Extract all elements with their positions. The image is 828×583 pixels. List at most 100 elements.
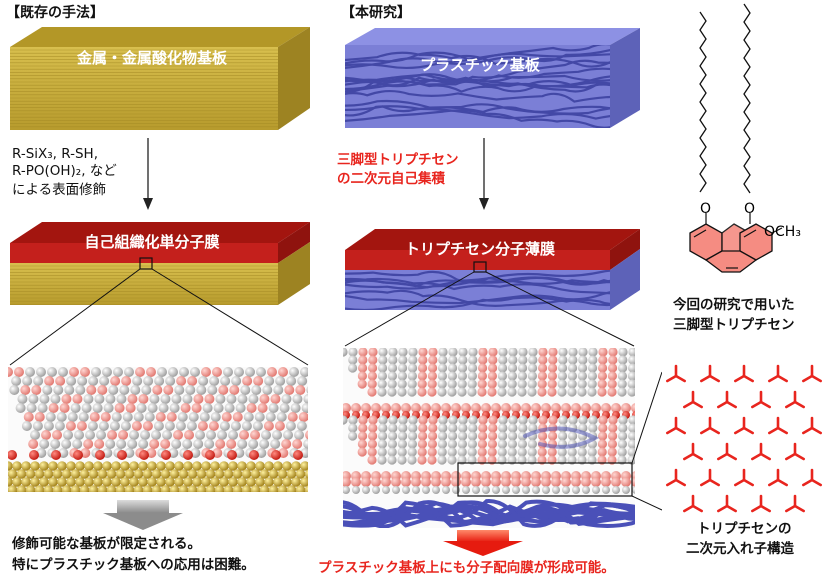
triptycene-atom <box>581 403 591 413</box>
monolayer-atom <box>267 367 277 377</box>
alkyl-atom <box>417 439 427 449</box>
gold-atom <box>48 461 58 471</box>
monolayer-atom <box>230 421 241 431</box>
gold-atom <box>183 477 193 487</box>
gold-atom <box>43 485 54 492</box>
monolayer-atom <box>69 367 79 377</box>
headgroup-atom <box>139 450 149 460</box>
monolayer-atom <box>228 430 239 440</box>
alkyl-atom <box>577 455 587 465</box>
gold-atom <box>61 469 72 479</box>
triptycene-atom <box>471 477 481 487</box>
monolayer-atom <box>245 367 255 377</box>
alkyl-atom <box>438 431 448 441</box>
alkyl-atom <box>428 348 438 357</box>
alkyl-atom <box>508 355 518 365</box>
gold-atom <box>228 477 238 487</box>
monolayer-atom <box>70 403 81 413</box>
gold-atom <box>16 469 27 479</box>
tripod-arm <box>784 504 797 513</box>
alkyl-atom <box>468 363 478 373</box>
gold-atom <box>34 485 45 492</box>
monolayer-atom <box>265 412 276 422</box>
monolayer-atom <box>44 376 55 386</box>
monolayer-atom <box>179 367 189 377</box>
treatment-line-2: R-PO(OH)₂, など <box>12 163 117 179</box>
alkyl-atom <box>368 348 378 357</box>
monolayer-atom <box>294 430 305 440</box>
alkyl-atom <box>487 447 497 457</box>
monolayer-atom <box>149 394 160 404</box>
monolayer-atom <box>169 403 180 413</box>
alkyl-atom <box>528 355 538 365</box>
monolayer-atom <box>246 403 257 413</box>
alkyl-atom <box>638 447 647 456</box>
monolayer-atom <box>273 385 284 395</box>
triptycene-atom <box>531 403 541 413</box>
alkyl-atom <box>497 455 507 465</box>
gold-atom <box>138 461 148 471</box>
alkyl-atom <box>438 415 448 425</box>
gold-atom <box>160 485 171 492</box>
gold-atom <box>84 461 94 471</box>
tripod-arm <box>793 504 806 513</box>
monolayer-atom <box>319 421 329 431</box>
alkyl-atom <box>577 379 587 389</box>
alkyl-atom <box>437 387 447 397</box>
center-conclusion: プラスチック基板上にも分子配向膜が形成可能。 <box>318 560 615 576</box>
monolayer-atom <box>262 385 273 395</box>
alkyl-atom <box>548 363 558 373</box>
alkyl-atom <box>368 363 378 373</box>
gold-atom <box>282 461 292 471</box>
left-conclusion-2: 特にプラスチック基板への応用は困難。 <box>12 557 255 573</box>
gold-atom <box>246 477 256 487</box>
alkyl-atom <box>497 379 507 389</box>
alkyl-atom <box>617 379 627 389</box>
alkyl-atom <box>468 415 478 425</box>
alkyl-atom <box>367 379 377 389</box>
alkyl-atom <box>387 387 397 397</box>
alkyl-atom <box>348 348 358 357</box>
monolayer-atom <box>155 412 166 422</box>
sam-film-label: 自己組織化単分子膜 <box>84 233 220 251</box>
monolayer-atom <box>94 394 105 404</box>
alkyl-atom <box>437 371 447 381</box>
alkyl-atom <box>598 415 608 425</box>
headgroup-atom <box>271 450 281 460</box>
headgroup-atom <box>95 450 105 460</box>
alkyl-atom <box>517 455 527 465</box>
triptycene-atom <box>401 403 411 413</box>
molecule-caption-1: 今回の研究で用いた <box>673 297 795 313</box>
monolayer-atom <box>147 403 158 413</box>
triptycene-atom <box>441 403 451 413</box>
monolayer-atom <box>113 367 123 377</box>
alkyl-atom <box>608 363 618 373</box>
alkyl-atom <box>478 431 488 441</box>
tripod-arm <box>674 426 687 435</box>
monolayer-atom <box>166 412 177 422</box>
gold-atom <box>277 485 288 492</box>
gold-atom <box>79 469 90 479</box>
monolayer-atom <box>103 403 114 413</box>
triptycene-atom <box>431 477 441 487</box>
alkyl-atom <box>368 355 378 365</box>
gold-atom <box>142 485 153 492</box>
monolayer-atom <box>224 403 235 413</box>
gold-atom <box>178 485 189 492</box>
alkyl-atom <box>358 348 368 357</box>
gold-atom <box>232 469 243 479</box>
alkyl-atom <box>448 348 458 357</box>
triptycene-atom <box>491 477 501 487</box>
gold-atom <box>151 485 162 492</box>
alkyl-atom <box>547 387 557 397</box>
alkyl-atom <box>627 439 635 449</box>
triptycene-atom <box>531 477 541 487</box>
monolayer-atom <box>243 412 254 422</box>
structure-line-a <box>631 371 663 464</box>
gold-atom <box>201 477 211 487</box>
alkyl-atom <box>387 447 397 457</box>
alkyl-atom <box>587 447 597 457</box>
monolayer-atom <box>158 403 169 413</box>
polymer-fiber <box>345 295 610 310</box>
monolayer-atom <box>210 412 221 422</box>
